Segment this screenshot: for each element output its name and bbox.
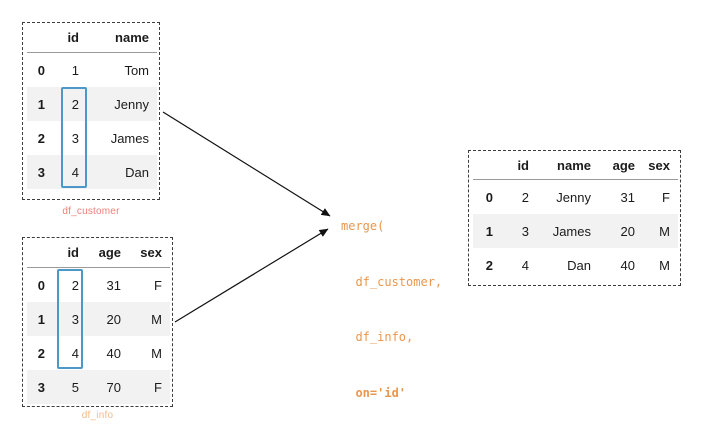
table-row: 0 2 Jenny 31 F: [473, 180, 678, 215]
table-row: 1 3 James 20 M: [473, 214, 678, 248]
data-cell: 2: [521, 189, 529, 205]
row-index-cell: 2: [37, 130, 45, 146]
data-cell: Jenny: [114, 96, 149, 112]
column-header-id: id: [53, 238, 87, 268]
row-index-cell: 3: [37, 379, 45, 395]
data-cell: 4: [521, 257, 529, 273]
column-header-age: age: [87, 238, 129, 268]
data-cell: 1: [71, 62, 79, 78]
data-cell: Dan: [125, 164, 149, 180]
data-cell: Dan: [567, 257, 591, 273]
table-row: 3 5 70 F: [27, 370, 170, 404]
data-cell: M: [151, 311, 162, 327]
table-row: 2 3 James: [27, 121, 157, 155]
data-cell: Jenny: [556, 189, 591, 205]
data-cell: F: [662, 189, 670, 205]
data-cell: M: [659, 223, 670, 239]
table-row: 3 4 Dan: [27, 155, 157, 189]
data-cell: F: [154, 277, 162, 293]
code-line-df-info-arg: df_info,: [341, 330, 414, 344]
data-cell: 4: [71, 345, 79, 361]
data-cell: 40: [106, 345, 121, 361]
data-cell: Tom: [124, 62, 149, 78]
data-cell: 4: [71, 164, 79, 180]
column-header-age: age: [599, 151, 643, 180]
table-row: 0 2 31 F: [27, 268, 170, 303]
data-cell: 2: [71, 277, 79, 293]
df-customer-label: df_customer: [62, 206, 120, 217]
row-index-cell: 1: [485, 223, 493, 239]
table-row: 2 4 Dan 40 M: [473, 248, 678, 282]
table-row: 0 1 Tom: [27, 53, 157, 88]
row-index-cell: 0: [37, 62, 45, 78]
row-index-cell: 2: [37, 345, 45, 361]
column-header-sex: sex: [643, 151, 678, 180]
column-header-id: id: [501, 151, 537, 180]
code-line-merge-open: merge(: [341, 219, 385, 233]
data-cell: M: [659, 257, 670, 273]
data-cell: James: [552, 223, 591, 239]
row-index-cell: 0: [485, 189, 493, 205]
data-cell: M: [151, 345, 162, 361]
table-row: 1 2 Jenny: [27, 87, 157, 121]
row-index-cell: 1: [37, 96, 45, 112]
column-header-sex: sex: [129, 238, 170, 268]
index-column-header: [473, 151, 501, 180]
data-cell: 2: [71, 96, 79, 112]
df-info-label: df_info: [81, 410, 114, 421]
column-header-name: name: [537, 151, 599, 180]
column-header-id: id: [53, 23, 87, 53]
row-index-cell: 3: [37, 164, 45, 180]
data-cell: 3: [71, 130, 79, 146]
data-cell: F: [154, 379, 162, 395]
index-column-header: [27, 23, 53, 53]
row-index-cell: 0: [37, 277, 45, 293]
table-row: 1 3 20 M: [27, 302, 170, 336]
data-cell: 31: [106, 277, 121, 293]
row-index-cell: 2: [485, 257, 493, 273]
data-cell: 70: [106, 379, 121, 395]
table-row: 2 4 40 M: [27, 336, 170, 370]
data-cell: James: [110, 130, 149, 146]
data-cell: 20: [620, 223, 635, 239]
column-header-name: name: [87, 23, 157, 53]
data-cell: 3: [521, 223, 529, 239]
data-cell: 31: [620, 189, 635, 205]
arrow-df-customer-to-merge: [162, 111, 331, 217]
index-column-header: [27, 238, 53, 268]
data-cell: 3: [71, 311, 79, 327]
merge-code-snippet: merge( df_customer, df_info, on='id' ): [341, 180, 442, 433]
data-cell: 5: [71, 379, 79, 395]
data-cell: 20: [106, 311, 121, 327]
code-line-df-customer-arg: df_customer,: [341, 274, 443, 289]
row-index-cell: 1: [37, 311, 45, 327]
data-cell: 40: [620, 257, 635, 273]
code-line-on-id-arg: on='id': [341, 385, 407, 400]
arrow-df-info-to-merge: [174, 228, 329, 323]
